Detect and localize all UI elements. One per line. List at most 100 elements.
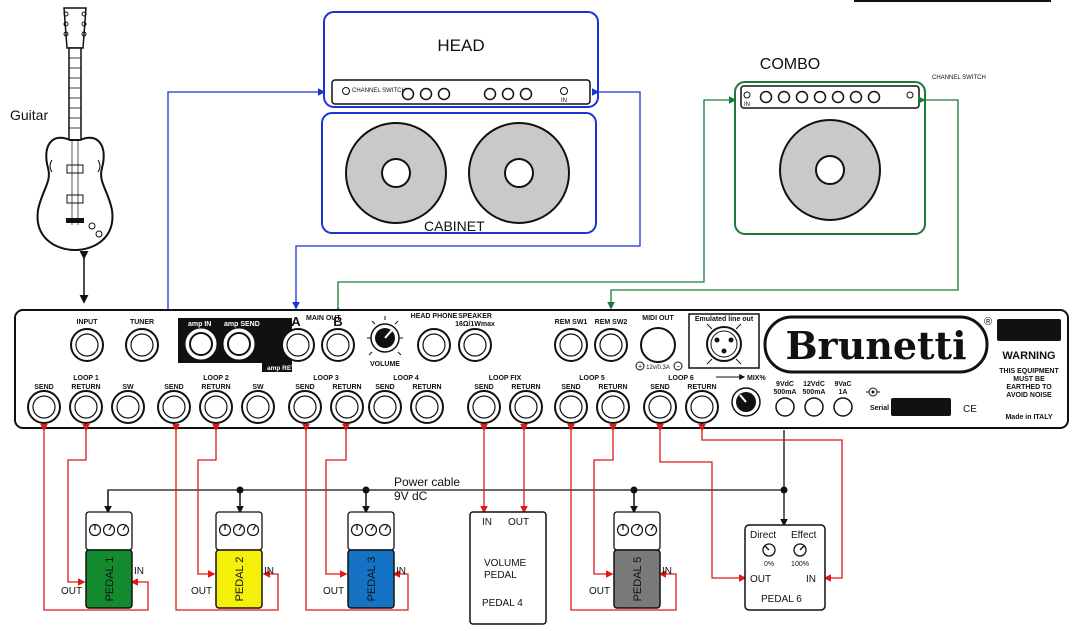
loop-jack-ring [373,395,397,419]
pedal-4-in-label: IN [482,517,492,528]
midi-plus-symbol: + [638,364,642,371]
loop-name-label: LOOP 2 [203,375,229,382]
power-9vac-jack[interactable] [833,397,853,417]
main-out-label: MAIN OUT [306,315,341,322]
pedal-body[interactable] [215,549,263,609]
pedal-6-effect-knob[interactable] [793,543,807,557]
pedal-6-direct-label: Direct [750,530,776,541]
speaker-label: SPEAKER [458,313,492,320]
loop-jack-label: SEND [295,384,314,391]
power-12vdc-jack[interactable] [804,397,824,417]
insert-split-label: INSERT SPLIT [200,364,244,371]
loop-name-label: LOOP 1 [73,375,99,382]
volume-label: VOLUME [370,361,400,368]
power-9vdc-label: 9VdC [776,381,794,388]
cabinet-title: CABINET [424,218,485,234]
pedal-body[interactable] [347,549,395,609]
cabinet: CABINET [321,112,597,234]
emulated-line-out-label: Emulated line out [695,316,754,323]
warning-line-4: AVOID NOISE [1006,392,1052,399]
pedal-6: Direct Effect 0% 100% OUT IN PEDAL 6 [744,524,826,611]
ce-mark: CE [963,404,977,415]
power-12vdc-label: 12VdC [803,381,825,388]
pedal-6-direct-value: 0% [764,561,774,568]
xlr-jack[interactable] [706,326,742,362]
loop-jack-ring [472,395,496,419]
loop-jack-ring [204,395,228,419]
pedal-body[interactable] [613,549,661,609]
head-channel-switch-label: CHANNEL SWITCH [352,88,406,94]
mix-label: MIX% [747,375,766,382]
loop-jack-label: SEND [375,384,394,391]
loop-jack-ring [648,395,672,419]
brand-logo: Brunetti [785,323,966,368]
pedal-out-label: OUT [191,586,212,597]
power-cable-arrows [104,490,638,514]
pedal-4-name: PEDAL 4 [482,598,523,609]
pedal-6-effect-label: Effect [791,530,817,541]
loop-jack-label: SEND [561,384,580,391]
volume-knob[interactable] [367,316,403,356]
midi-minus-symbol: − [676,364,680,371]
midi-out-jack[interactable] [640,327,676,363]
pedal-6-out-label: OUT [750,574,771,585]
loop-jack-ring [335,395,359,419]
power-9vdc-jack[interactable] [775,397,795,417]
power-cable-label-1: Power cable [394,475,460,489]
loop-jack-ring [116,395,140,419]
power-12vdc-spec: 500mA [803,389,826,396]
serial-plate [891,398,951,416]
mix-knob[interactable] [731,387,761,417]
pedal-knob-pointer [252,524,257,531]
pedal-out-label: OUT [323,586,344,597]
main-out-b-label: B [333,314,342,329]
pedal-knob-pointer [238,524,243,531]
combo-title: COMBO [760,56,820,73]
loop-jack-ring [601,395,625,419]
pedal-in-label: IN [662,566,672,577]
guitar-label: Guitar [10,107,48,123]
loop-name-label: LOOP 3 [313,375,339,382]
power-9vac-spec: 1A [839,389,848,396]
loop-jack-ring [74,395,98,419]
loop-jack-label: SW [122,384,134,391]
midi-out-label: MIDI OUT [642,315,674,322]
pedal-knob-pointer [384,524,389,531]
guitar: Guitar [10,7,114,252]
power-section: 9VdC 500mA 12VdC 500mA 9VaC 1A [774,381,880,417]
red-cables [40,423,843,611]
loop-name-label: LOOP 5 [579,375,605,382]
registered-mark: ® [984,316,992,328]
pedal-6-direct-knob[interactable] [762,543,776,557]
loop-jack-ring [690,395,714,419]
brand-logo-frame [763,315,989,374]
loop-jack-label: SEND [650,384,669,391]
pedal-4-volume-label: VOLUME [484,558,527,569]
power-9vac-label: 9VaC [834,381,851,388]
pedal-knob-pointer [122,524,127,531]
pedal-4-pedal-label: PEDAL [484,570,517,581]
rem-sw2-label: REM SW2 [595,319,628,326]
loop-name-label: LOOP 6 [668,375,694,382]
headphone-label: HEAD PHONE [411,313,458,320]
pedal-knob-pointer [636,524,641,531]
pedal-body[interactable] [85,549,133,609]
power-9vdc-spec: 500mA [774,389,797,396]
loop-jack-label: RETURN [201,384,230,391]
loop-jack-ring [514,395,538,419]
loop-jack-label: SEND [34,384,53,391]
head-title: HEAD [437,36,484,55]
loop-jack-ring [559,395,583,419]
loop-jack-label: SEND [474,384,493,391]
warning-plate [997,319,1061,341]
